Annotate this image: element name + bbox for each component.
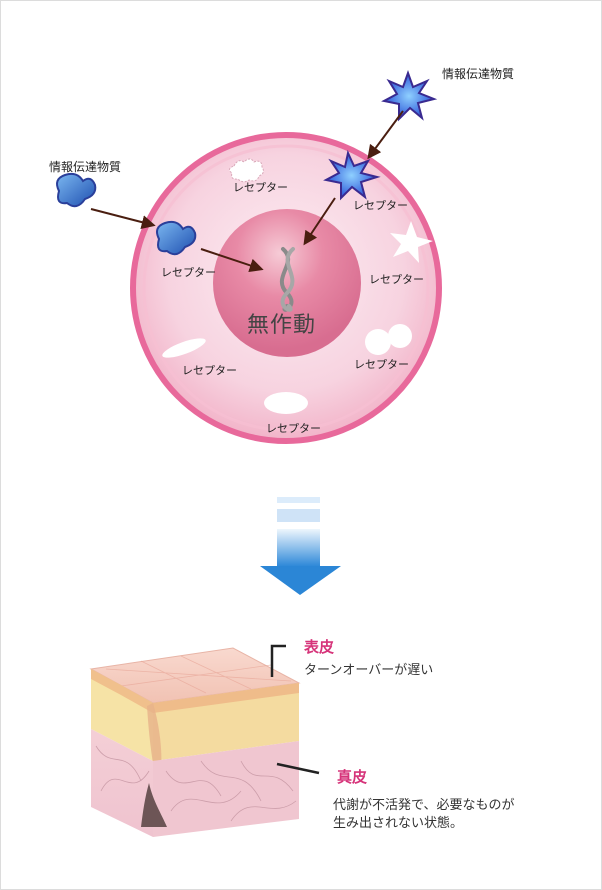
- receptor-shapes: [162, 158, 433, 414]
- receptor-label-bottom: レセプター: [266, 422, 321, 435]
- dermis-title: 真皮: [337, 768, 368, 786]
- epidermis-title: 表皮: [304, 638, 335, 656]
- receptor-label-right-star: レセプター: [369, 273, 424, 286]
- signal-molecule-label-right: 情報伝達物質: [442, 67, 515, 81]
- signal-molecule-label-left: 情報伝達物質: [49, 160, 122, 174]
- dermis-side: [153, 741, 299, 837]
- receptor-ellipse-left-icon: [162, 338, 206, 358]
- skin-pointers: [270, 644, 320, 775]
- dna-icon: [279, 247, 295, 312]
- skin-cross-section: [89, 647, 301, 837]
- receptor-double-circle-icon: [365, 324, 412, 355]
- epidermis-pointer: [270, 644, 286, 677]
- receptor-label-left-ellipse: レセプター: [182, 364, 237, 377]
- receptor-label-star: レセプター: [353, 199, 408, 212]
- dermis-pointer: [276, 762, 320, 775]
- signal-molecule-star-docked-icon: [323, 149, 381, 201]
- epidermis-front: [91, 669, 153, 761]
- receptor-star-icon: [390, 221, 433, 263]
- arrow-receptor-to-nucleus-right: [303, 197, 336, 246]
- nucleus-status-text: 無作動: [247, 313, 317, 338]
- epidermis-description: ターンオーバーが遅い: [304, 663, 434, 678]
- hair-follicle-icon: [141, 783, 167, 827]
- arrow-star-to-receptor: [367, 110, 404, 160]
- receptor-label-double-circle: レセプター: [354, 358, 409, 371]
- receptor-ellipse-bottom-icon: [264, 392, 308, 414]
- receptor-label-blob: レセプター: [161, 266, 216, 279]
- receptor-wavy-icon: [228, 158, 264, 183]
- dermis-description-line2: 生み出されない状態。: [333, 816, 464, 831]
- signal-molecule-star-outer-icon: [381, 70, 438, 122]
- down-arrow-icon: [260, 497, 341, 595]
- signal-molecule-blob-docked-icon: [156, 220, 197, 256]
- cell: [130, 132, 442, 444]
- nucleus: [213, 209, 361, 357]
- signal-arrows: [90, 110, 404, 273]
- dermis-front: [91, 729, 153, 837]
- arrow-receptor-to-nucleus-left: [200, 248, 264, 273]
- receptor-label-top: レセプター: [233, 181, 288, 194]
- dermis-description-line1: 代謝が不活発で、必要なものが: [333, 798, 515, 813]
- arrow-blob-to-receptor: [90, 208, 156, 229]
- signal-molecule-blob-outer-icon: [56, 172, 97, 208]
